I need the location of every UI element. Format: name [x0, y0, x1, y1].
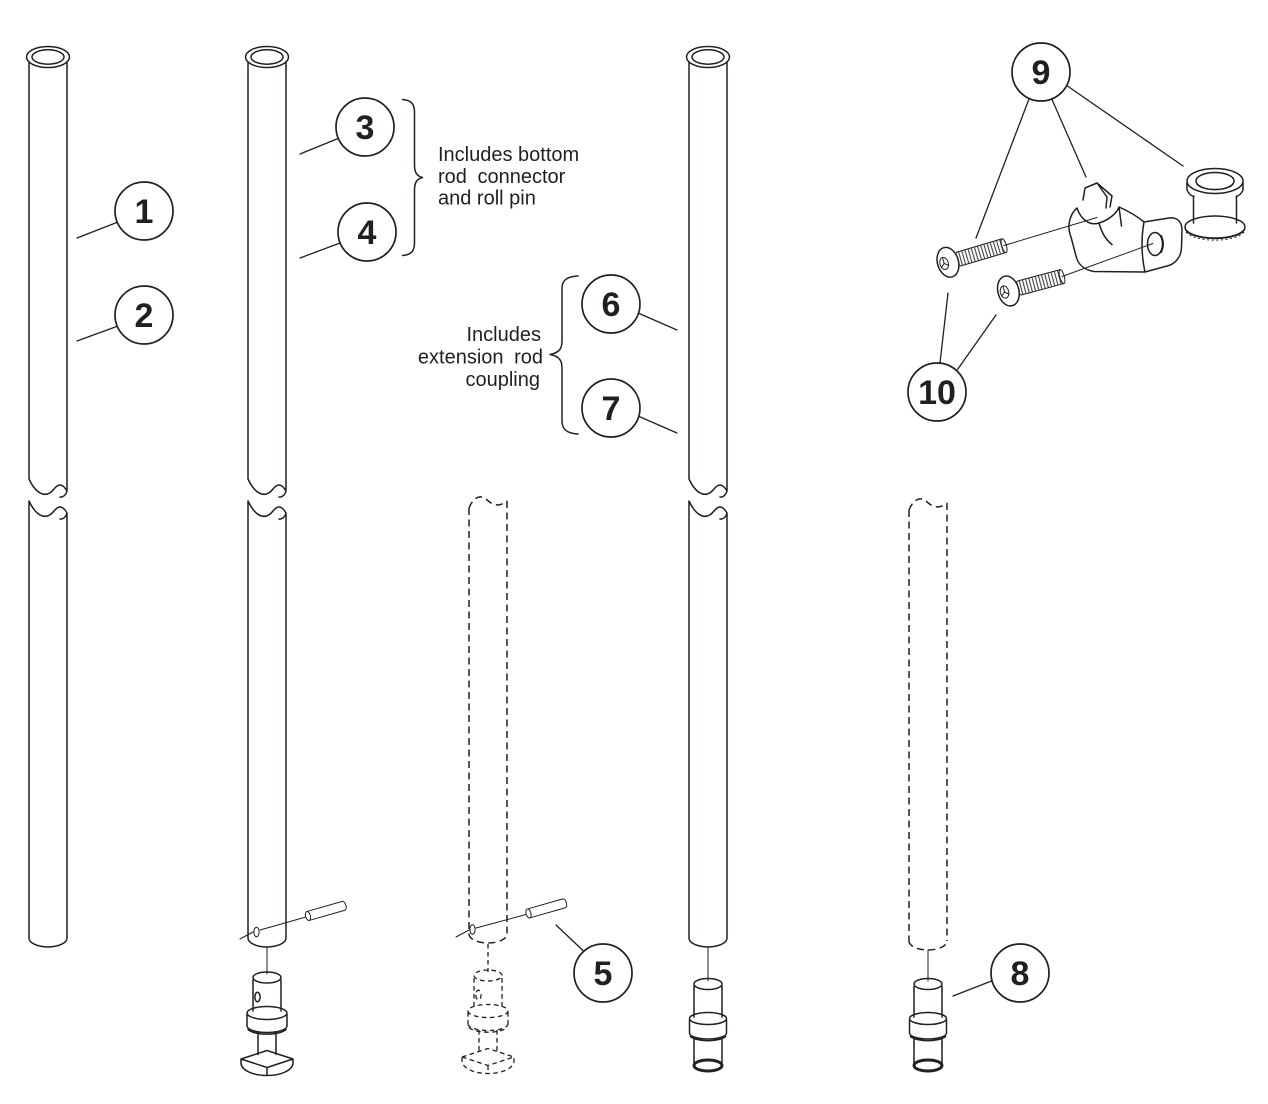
callout-5-number: 5: [594, 955, 613, 993]
coupling-2-outline: [908, 977, 948, 1065]
leader-line-6: [637, 312, 678, 331]
leader-lines-10: [939, 292, 997, 371]
screw-axis-lines: [1003, 217, 1154, 277]
bushing: [1184, 167, 1246, 241]
note-extension-coupling: Includes extension rod coupling: [418, 324, 543, 391]
note-bottom-connector-line3: and roll pin: [438, 188, 536, 210]
rod-clamp-outline: [1068, 182, 1183, 273]
bottom-rod-connector-phantom-outline: [461, 944, 515, 1075]
rod-4: [685, 45, 731, 1073]
screw-1-threads: [956, 238, 1007, 266]
screw-2-socket: [999, 285, 1010, 299]
coupling-1-outline: [688, 977, 728, 1065]
callout-2: 2: [76, 285, 174, 345]
screw-2-tip: [1058, 269, 1066, 285]
callout-5-circle: [573, 943, 633, 1003]
callout-7: 7: [581, 378, 678, 438]
callout-5: 5: [555, 924, 633, 1003]
callout-8-circle: [990, 943, 1050, 1003]
extension-rod-coupling-1: [688, 947, 728, 1073]
callout-9-circle: [1011, 42, 1071, 102]
callout-10: 10: [907, 292, 997, 422]
rod-5-outline: [908, 498, 948, 951]
callout-10-number: 10: [918, 374, 956, 412]
callout-8: 8: [952, 943, 1050, 1003]
roll-pin-2-outline: [525, 898, 568, 919]
roll-pin-1: [304, 900, 347, 921]
coupling-2-bottom-rim: [912, 1058, 944, 1073]
callout-7-number: 7: [602, 390, 621, 428]
callout-4-circle: [337, 202, 397, 262]
bottom-rod-connector-outline: [240, 971, 294, 1077]
callout-9: 9: [975, 42, 1184, 239]
rod-3-outline: [468, 496, 508, 944]
callout-3: 3: [299, 97, 395, 157]
bushing-outline: [1184, 167, 1246, 240]
rod-2: [239, 45, 347, 1077]
callout-1-number: 1: [135, 193, 154, 231]
screw-1-socket: [939, 256, 950, 270]
callout-8-number: 8: [1011, 955, 1030, 993]
leader-lines-9: [975, 84, 1184, 239]
callout-7-circle: [581, 378, 641, 438]
note-bottom-connector-line2: rod connector: [438, 166, 566, 188]
screw-2: [996, 269, 1066, 307]
note-extension-coupling-line2: extension rod: [418, 347, 543, 369]
callout-2-number: 2: [135, 297, 154, 335]
rod-2-outline: [244, 45, 290, 948]
roll-pin-1-outline: [304, 900, 347, 921]
rod-2-pin-axis: [239, 916, 307, 975]
callout-1: 1: [76, 181, 174, 241]
callout-10-circle: [907, 362, 967, 422]
screw-2-threads: [1017, 269, 1064, 295]
rod-clamp: [1068, 182, 1183, 273]
callout-4-number: 4: [358, 214, 377, 252]
callout-9-number: 9: [1032, 54, 1051, 92]
callout-6-number: 6: [602, 286, 621, 324]
leader-line-3: [299, 137, 339, 155]
callout-2-circle: [114, 285, 174, 345]
bottom-rod-connector-phantom: [461, 944, 515, 1075]
note-bottom-connector-line1: Includes bottom: [438, 144, 579, 166]
note-bottom-connector: Includes bottom rod connector and roll p…: [438, 144, 579, 210]
callout-3-circle: [335, 97, 395, 157]
brace-extension-coupling: [549, 275, 579, 435]
leader-line-5: [555, 924, 585, 953]
leader-line-7: [637, 415, 678, 434]
rod-4-outline: [685, 45, 731, 948]
callout-4: 4: [299, 202, 397, 262]
rod-3-phantom: [455, 496, 568, 1075]
callout-6: 6: [581, 274, 678, 334]
callout-1-circle: [114, 181, 174, 241]
note-extension-coupling-line1: Includes: [467, 324, 542, 346]
extension-rod-coupling-2: [908, 949, 948, 1073]
leader-line-4: [299, 242, 341, 259]
leader-line-8: [952, 980, 993, 997]
roll-pin-2: [525, 898, 568, 919]
leader-line-2: [76, 325, 119, 342]
coupling-1-bottom-rim: [692, 1058, 724, 1073]
rod-5-phantom: [908, 498, 948, 1073]
callout-6-circle: [581, 274, 641, 334]
note-extension-coupling-line3: coupling: [465, 369, 540, 391]
screw-1-tip: [1000, 238, 1008, 254]
rod-3-pin-axis: [455, 914, 527, 938]
screw-1: [936, 238, 1008, 278]
rod-1-outline: [25, 45, 71, 948]
callout-3-number: 3: [356, 109, 375, 147]
bushing-ribbed-rim: [1185, 231, 1245, 241]
bottom-rod-connector-solid: [240, 971, 294, 1077]
brace-bottom-connector: [401, 98, 424, 257]
rod-1: [25, 45, 71, 948]
leader-line-1: [76, 221, 119, 239]
